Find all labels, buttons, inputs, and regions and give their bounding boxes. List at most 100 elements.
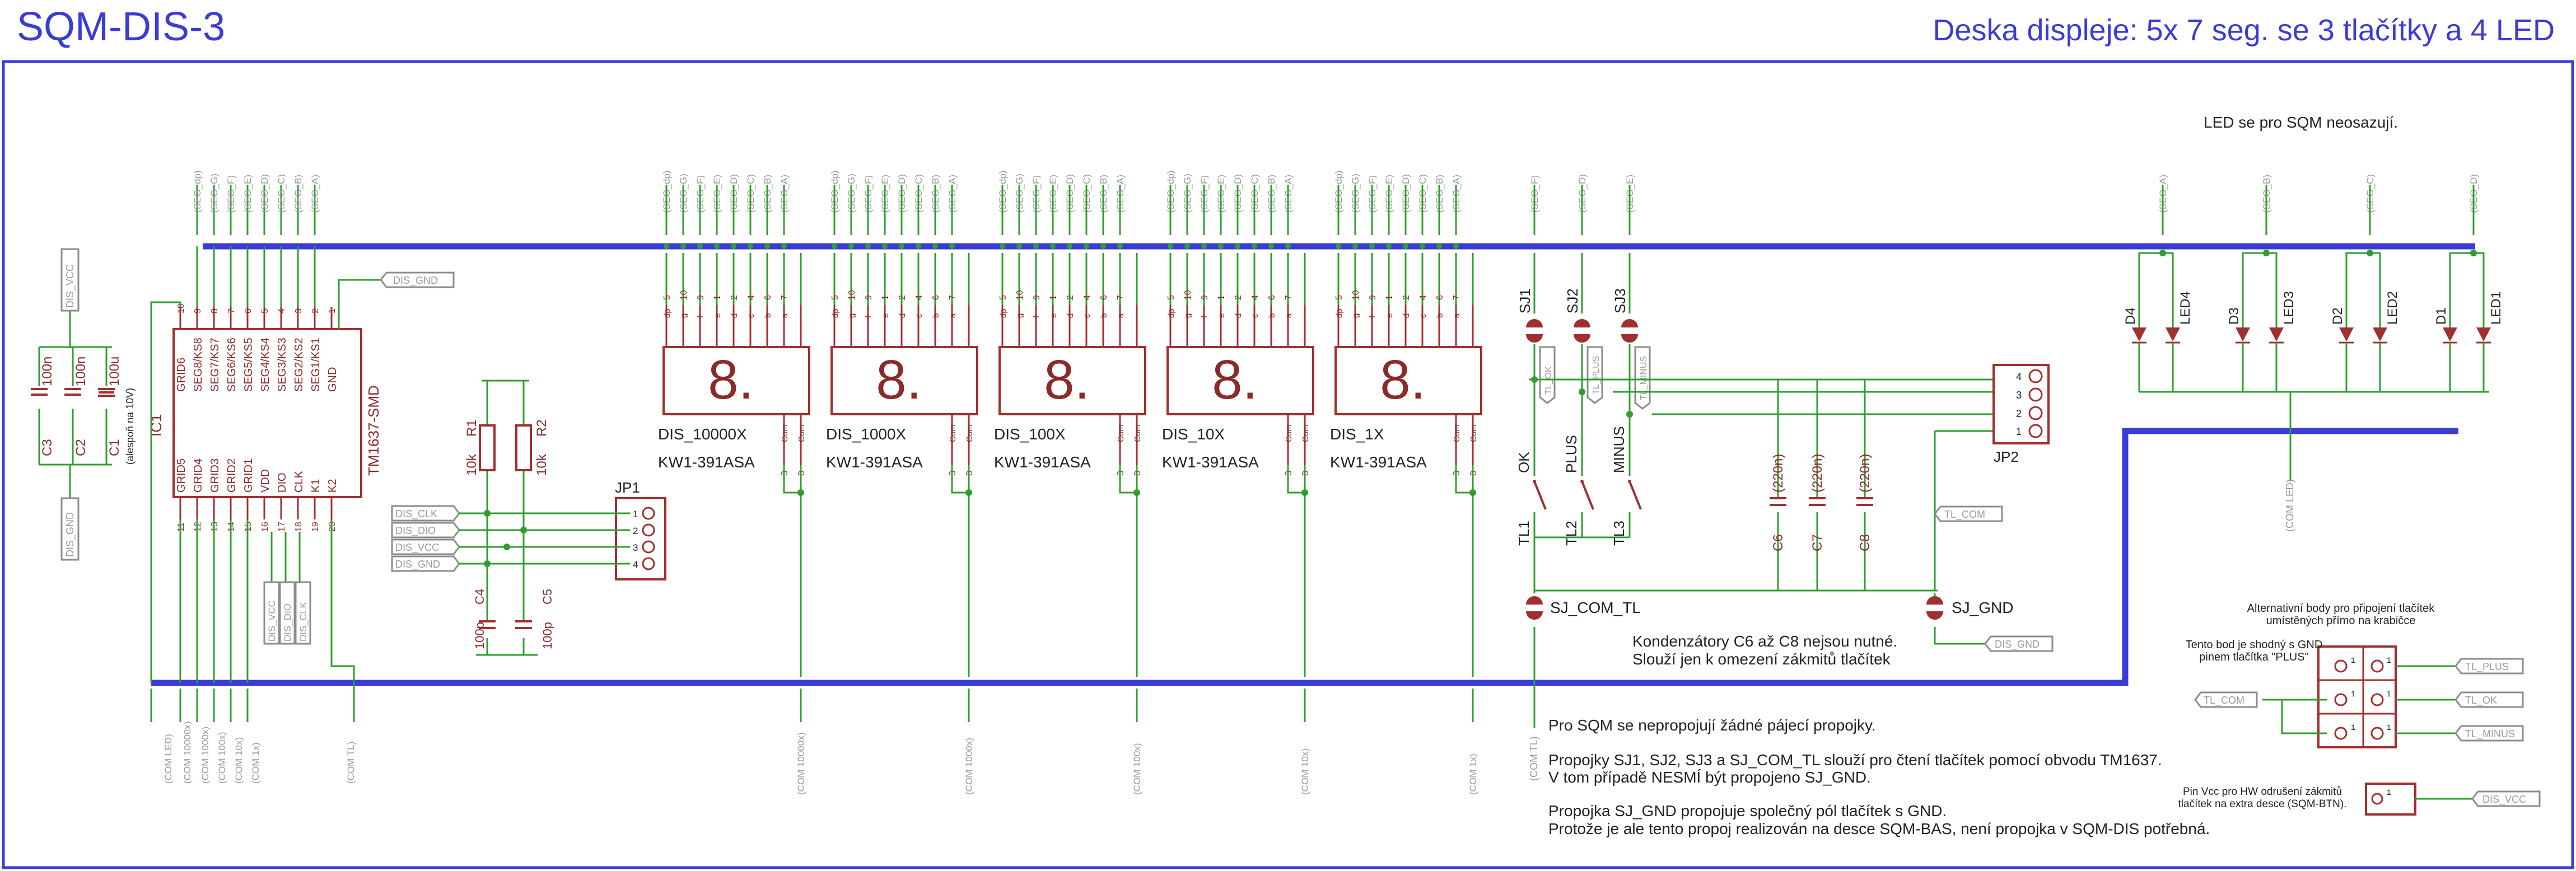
display-pin-letter: b — [1267, 313, 1277, 318]
display-part: KW1-391ASA — [994, 453, 1091, 471]
display-pin-num: 7 — [1116, 295, 1126, 300]
display-pin-num: 1 — [1049, 295, 1058, 300]
jp1-net-label-box — [391, 538, 460, 555]
diode-ref: D4 — [2123, 307, 2138, 325]
junction-dot — [965, 489, 972, 496]
diode-ref: D1 — [2434, 307, 2449, 325]
display-body — [998, 346, 1146, 415]
display-com-label: Com — [780, 424, 790, 442]
display-pin-num: 10 — [1015, 290, 1025, 300]
bus-junction — [714, 243, 720, 249]
pullup-network: 10k R1 10k R2 100p C4 100p C5 — [464, 380, 554, 656]
jp2-pin — [2028, 387, 2043, 402]
display-pin-letter: b — [763, 313, 773, 318]
jp2-pin — [2028, 406, 2043, 420]
ic1-bottom-pin-label: GRID5 — [175, 458, 188, 493]
solder-jumper-bottom — [1621, 334, 1638, 343]
alt-pin-left — [2334, 727, 2348, 740]
switch-name: PLUS — [1563, 435, 1580, 473]
display-pin-num: 2 — [898, 295, 907, 300]
bus-junction — [932, 243, 938, 249]
alt-tl-com-label: TL_COM — [2204, 695, 2244, 706]
ic1-top-pin-label: SEG4/KS4 — [259, 338, 272, 392]
ic1-top-pin-label: GRID6 — [175, 358, 188, 392]
alt-net-label: TL_PLUS — [2465, 661, 2509, 673]
bus-junction — [1117, 243, 1123, 249]
display-pin-letter: c — [746, 313, 756, 318]
display-pin-letter: e — [1049, 313, 1058, 318]
vcc-note-2: tlačítek na extra desce (SQM-BTN). — [2178, 798, 2347, 810]
display-body — [1334, 346, 1482, 415]
display-pin-letter: a — [948, 313, 958, 318]
vcc-label-box — [60, 248, 80, 312]
display-pin-num: 1 — [1385, 295, 1394, 300]
display-pin-letter: b — [1435, 313, 1445, 318]
display-com-label: Com — [1116, 424, 1126, 442]
ic-vcc-label: DIS_VCC — [267, 600, 277, 641]
tl-com-label-box — [1934, 505, 2003, 522]
ic1-top-pin-num: 3 — [294, 308, 304, 313]
vcc-label: DIS_VCC — [64, 264, 76, 308]
ic1-bottom-net: (COM 10x) — [234, 737, 244, 784]
switch-ref: TL1 — [1515, 521, 1532, 546]
display-pin-letter: a — [1116, 313, 1126, 318]
c3-ref: C3 — [40, 439, 55, 456]
alt-net-label: TL_OK — [2465, 695, 2497, 706]
sj-com-tl-jumper — [1526, 596, 1543, 620]
display-pin-letter: f — [864, 315, 874, 318]
vcc-note-1: Pin Vcc pro HW odrušení zákmitů — [2183, 786, 2342, 798]
c8-ref: C8 — [1858, 534, 1873, 551]
display-pin-num: 7 — [780, 295, 790, 300]
ic1-top-pin-num: 6 — [244, 308, 253, 313]
dis-gnd-label-box — [1984, 635, 2054, 652]
c1-voltage-note: (alespoň na 10V) — [124, 388, 136, 465]
display-pin-num: 6 — [1099, 295, 1109, 300]
ic1-bottom-pin-num: 19 — [311, 522, 320, 532]
ic1-bottom-pin-label: GRID4 — [192, 458, 204, 493]
alt-pin-num-left: 1 — [2351, 655, 2355, 664]
bus-junction — [1336, 243, 1341, 249]
alt-tl-com-box — [2194, 691, 2258, 708]
display-pin-letter: a — [1284, 313, 1294, 318]
display-pin-letter: f — [1032, 315, 1042, 318]
gnd-label-box — [60, 497, 80, 561]
plus-note-2: pinem tlačítka "PLUS" — [2199, 651, 2308, 663]
display-pin-num: 4 — [914, 295, 924, 300]
switch-ref: TL3 — [1611, 521, 1627, 546]
display-pin-letter: c — [1250, 313, 1260, 318]
ic1-top-pin-num: 5 — [260, 308, 270, 313]
display-pin-num: 9 — [864, 295, 874, 300]
bus-junction — [848, 243, 854, 249]
c1-ref: C1 — [107, 439, 122, 456]
alt-note-1: Alternativní body pro připojení tlačítek — [2247, 602, 2435, 615]
main-note-4: Propojka SJ_GND propojuje společný pól t… — [1548, 802, 1947, 820]
display-pin-letter: d — [1402, 313, 1411, 318]
jp2-body — [1992, 364, 2050, 444]
solder-jumper-top — [1574, 319, 1590, 327]
display-pin-letter: e — [1385, 313, 1394, 318]
ic1-top-pin-label: SEG3/KS3 — [276, 338, 288, 392]
solder-jumper-bottom — [1526, 334, 1543, 343]
junction-dot — [1626, 411, 1633, 418]
display-pin-letter: e — [713, 313, 722, 318]
sj-gnd-jumper — [1926, 596, 1943, 620]
display-pin-letter: g — [1183, 313, 1193, 318]
jp1-net-label-box — [391, 522, 460, 538]
solder-jumper-ref: SJ3 — [1612, 288, 1628, 313]
c7-value: (220n) — [1810, 454, 1825, 493]
jp1-net-label: DIS_VCC — [395, 542, 439, 554]
ic1-bottom-pins: 11GRID512GRID413GRID314GRID215GRID116VDD… — [150, 301, 356, 784]
display-pin-num: 5 — [998, 295, 1008, 300]
display-pin-num: 6 — [1267, 295, 1277, 300]
alt-pin-left — [2334, 659, 2348, 673]
alt-pin-right — [2370, 659, 2384, 673]
display-com-net: (COM 100x) — [1132, 743, 1142, 795]
com-tl-net: (COM TL) — [1528, 736, 1539, 781]
ic1-bottom-pin-num: 18 — [294, 522, 304, 532]
ic1-bottom-pin-label: DIO — [276, 472, 288, 493]
bus-junction — [1184, 243, 1190, 249]
solder-jumper-ref: SJ2 — [1564, 288, 1581, 313]
c6-value: (220n) — [1771, 454, 1786, 493]
